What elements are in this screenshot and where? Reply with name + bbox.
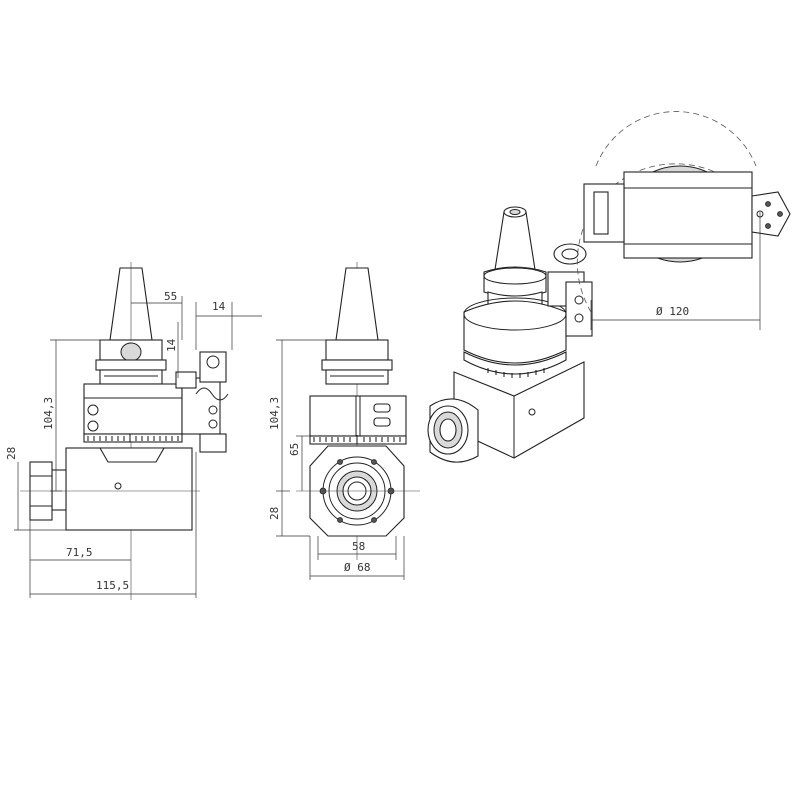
dim-115-5: 115,5 [96,579,129,592]
dim-65: 65 [288,443,301,456]
dim-58: 58 [352,540,365,553]
iso-scale-ticks [487,368,545,378]
isometric-view [427,206,593,463]
dim-14-top: 14 [212,300,226,313]
dim-55: 55 [164,290,177,303]
dim-104-3-side: 104,3 [42,397,55,430]
front-scale-ticks [313,435,401,444]
dim-71-5: 71,5 [66,546,93,559]
dim-14-side: 14 [165,338,178,352]
dim-28-side: 28 [5,447,18,460]
dim-68: Ø 68 [344,561,371,574]
dim-28-front: 28 [268,507,281,520]
front-view [296,262,420,560]
detail-dimensions: Ø 120 [590,212,761,330]
side-scale-ticks [87,434,179,442]
side-dimensions: 55 14 14 104,3 28 71,5 115,5 [5,290,262,598]
side-view [20,262,229,600]
dim-104-3-front: 104,3 [268,397,281,430]
detail-view [576,111,791,313]
dim-120: Ø 120 [656,305,689,318]
front-dimensions: 104,3 65 28 58 Ø 68 [268,339,405,580]
